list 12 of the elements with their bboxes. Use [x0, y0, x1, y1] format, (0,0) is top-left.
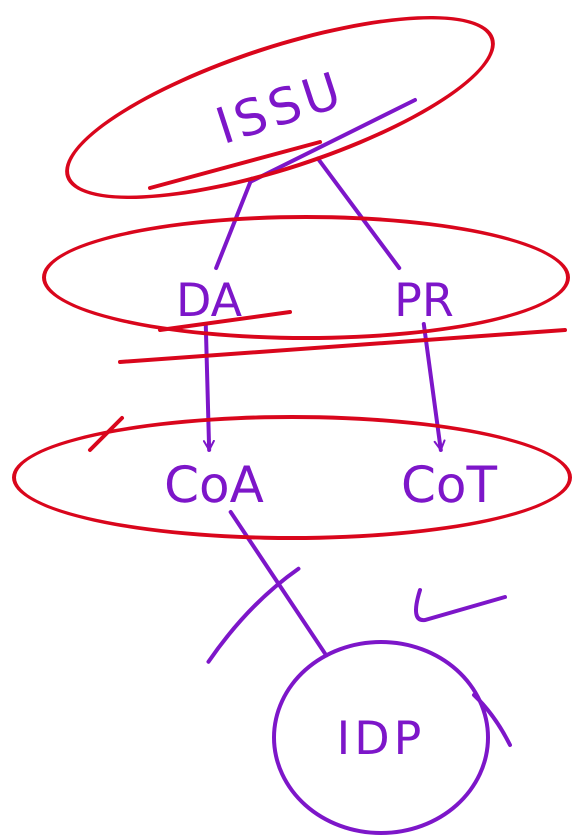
ellipse-outline — [12, 415, 572, 540]
connector-line — [228, 510, 328, 658]
ellipse-node — [272, 640, 490, 835]
node-label: IDP — [336, 714, 426, 760]
ellipse-outline — [42, 215, 570, 340]
node-label: ISSU — [210, 64, 350, 152]
node-label: PR — [364, 272, 484, 328]
arrow — [422, 322, 446, 452]
connector-line — [316, 156, 402, 270]
node-label: CoT — [369, 454, 529, 516]
node-label: CoA — [134, 454, 294, 516]
node-label: DA — [154, 272, 264, 328]
